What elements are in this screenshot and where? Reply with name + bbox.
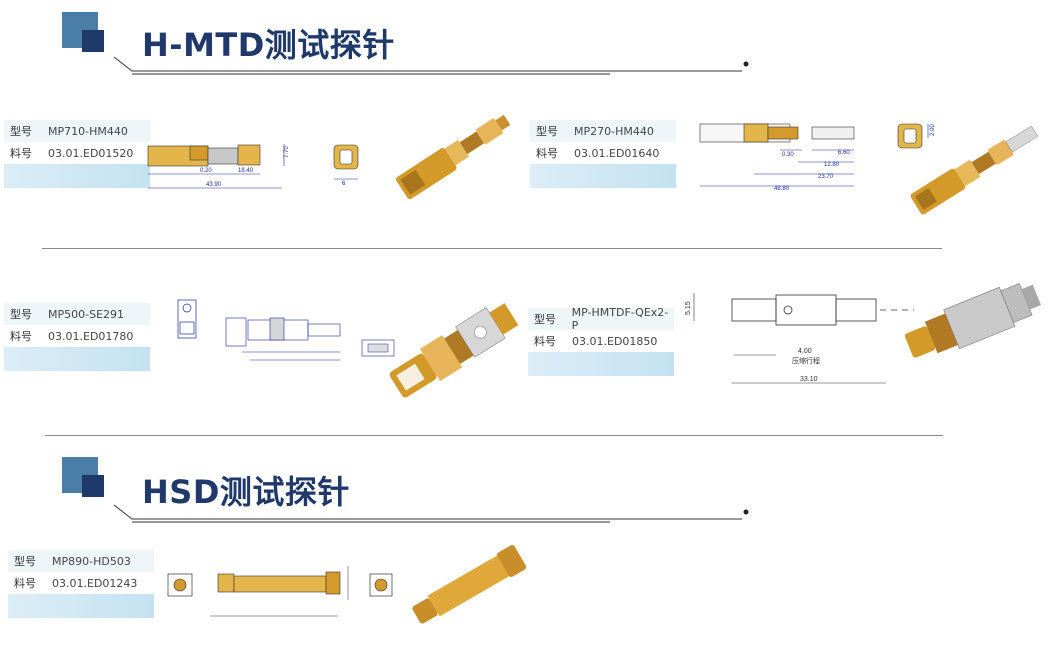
dim-label: 6 [342,181,346,187]
part-value: 03.01.ED01520 [48,146,134,160]
model-value: MP890-HD503 [52,554,131,568]
info-table-footer [530,164,676,188]
model-label: 型号 [534,313,556,326]
row-divider [45,435,943,436]
part-label: 料号 [536,147,558,160]
probe-drawing-side-view: 0.30 6.60 12.80 23.70 48.80 [699,123,855,192]
dim-label: 23.70 [818,174,834,180]
model-value: MP270-HM440 [574,124,654,138]
part-label: 料号 [14,577,36,590]
product-info-table: 型号 MP-HMTDF-QEx2-P 料号 03.01.ED01850 [528,306,674,376]
dim-label: 5.15 [685,301,692,315]
dim-label: 压缩行程 [792,356,820,365]
header-underline [113,56,749,75]
section-header-hsd: HSD测试探针 [0,455,760,535]
probe-drawing-detail-views [167,566,393,617]
part-label: 料号 [10,330,32,343]
info-table-footer [4,347,150,371]
dim-label: 6.60 [838,150,850,156]
info-table-footer [528,352,674,376]
model-value: MP500-SE291 [48,307,125,321]
product-info-table: 型号 MP500-SE291 料号 03.01.ED01780 [4,303,150,371]
header-decor-square-small [82,30,104,52]
dim-label: 48.80 [774,186,790,192]
model-value: MP-HMTDF-QEx2-P [571,306,669,332]
part-value: 03.01.ED01850 [572,334,658,348]
info-table-footer [4,164,150,188]
part-label: 料号 [10,147,32,160]
model-label: 型号 [10,308,32,321]
part-value: 03.01.ED01243 [52,576,138,590]
model-label: 型号 [10,125,32,138]
probe-drawing-side-view: 5.15 4.00 压缩行程 33.10 [685,293,914,384]
dim-label: 12.80 [824,162,840,168]
dim-label: 0.30 [782,152,794,158]
part-value: 03.01.ED01640 [574,146,660,160]
part-label: 料号 [534,335,556,348]
dim-label: 2.00 [930,124,936,136]
product-info-table: 型号 MP270-HM440 料号 03.01.ED01640 [530,120,676,188]
probe-drawing-detail-views [177,299,395,361]
dim-label: 0.20 [200,168,212,174]
model-label: 型号 [14,555,36,568]
header-decor-square-small [82,475,104,497]
probe-drawing-front-view: 6 [333,144,359,187]
probe-3d-render [389,303,519,398]
model-value: MP710-HM440 [48,124,128,138]
probe-drawing-side-view: 0.20 18.40 43.90 7.70 [147,144,290,189]
header-underline [113,504,749,523]
dim-label: 4.00 [798,348,812,355]
section-title: HSD测试探针 [142,473,350,511]
probe-3d-render [910,125,1039,215]
section-header-hmtd: H-MTD测试探针 [0,0,760,80]
product-info-table: 型号 MP890-HD503 料号 03.01.ED01243 [8,550,154,618]
row-divider [42,248,942,249]
probe-3d-render [412,545,527,624]
part-value: 03.01.ED01780 [48,329,134,343]
dim-label: 33.10 [800,376,818,383]
product-info-table: 型号 MP710-HM440 料号 03.01.ED01520 [4,120,150,188]
dim-label: 18.40 [238,168,254,174]
section-title: H-MTD测试探针 [142,26,395,64]
probe-3d-render [396,114,511,200]
probe-drawing-front-view: 2.00 [897,124,936,149]
dim-label: 7.70 [284,146,290,158]
probe-3d-render [904,283,1041,358]
info-table-footer [8,594,154,618]
model-label: 型号 [536,125,558,138]
dim-label: 43.90 [206,182,222,188]
